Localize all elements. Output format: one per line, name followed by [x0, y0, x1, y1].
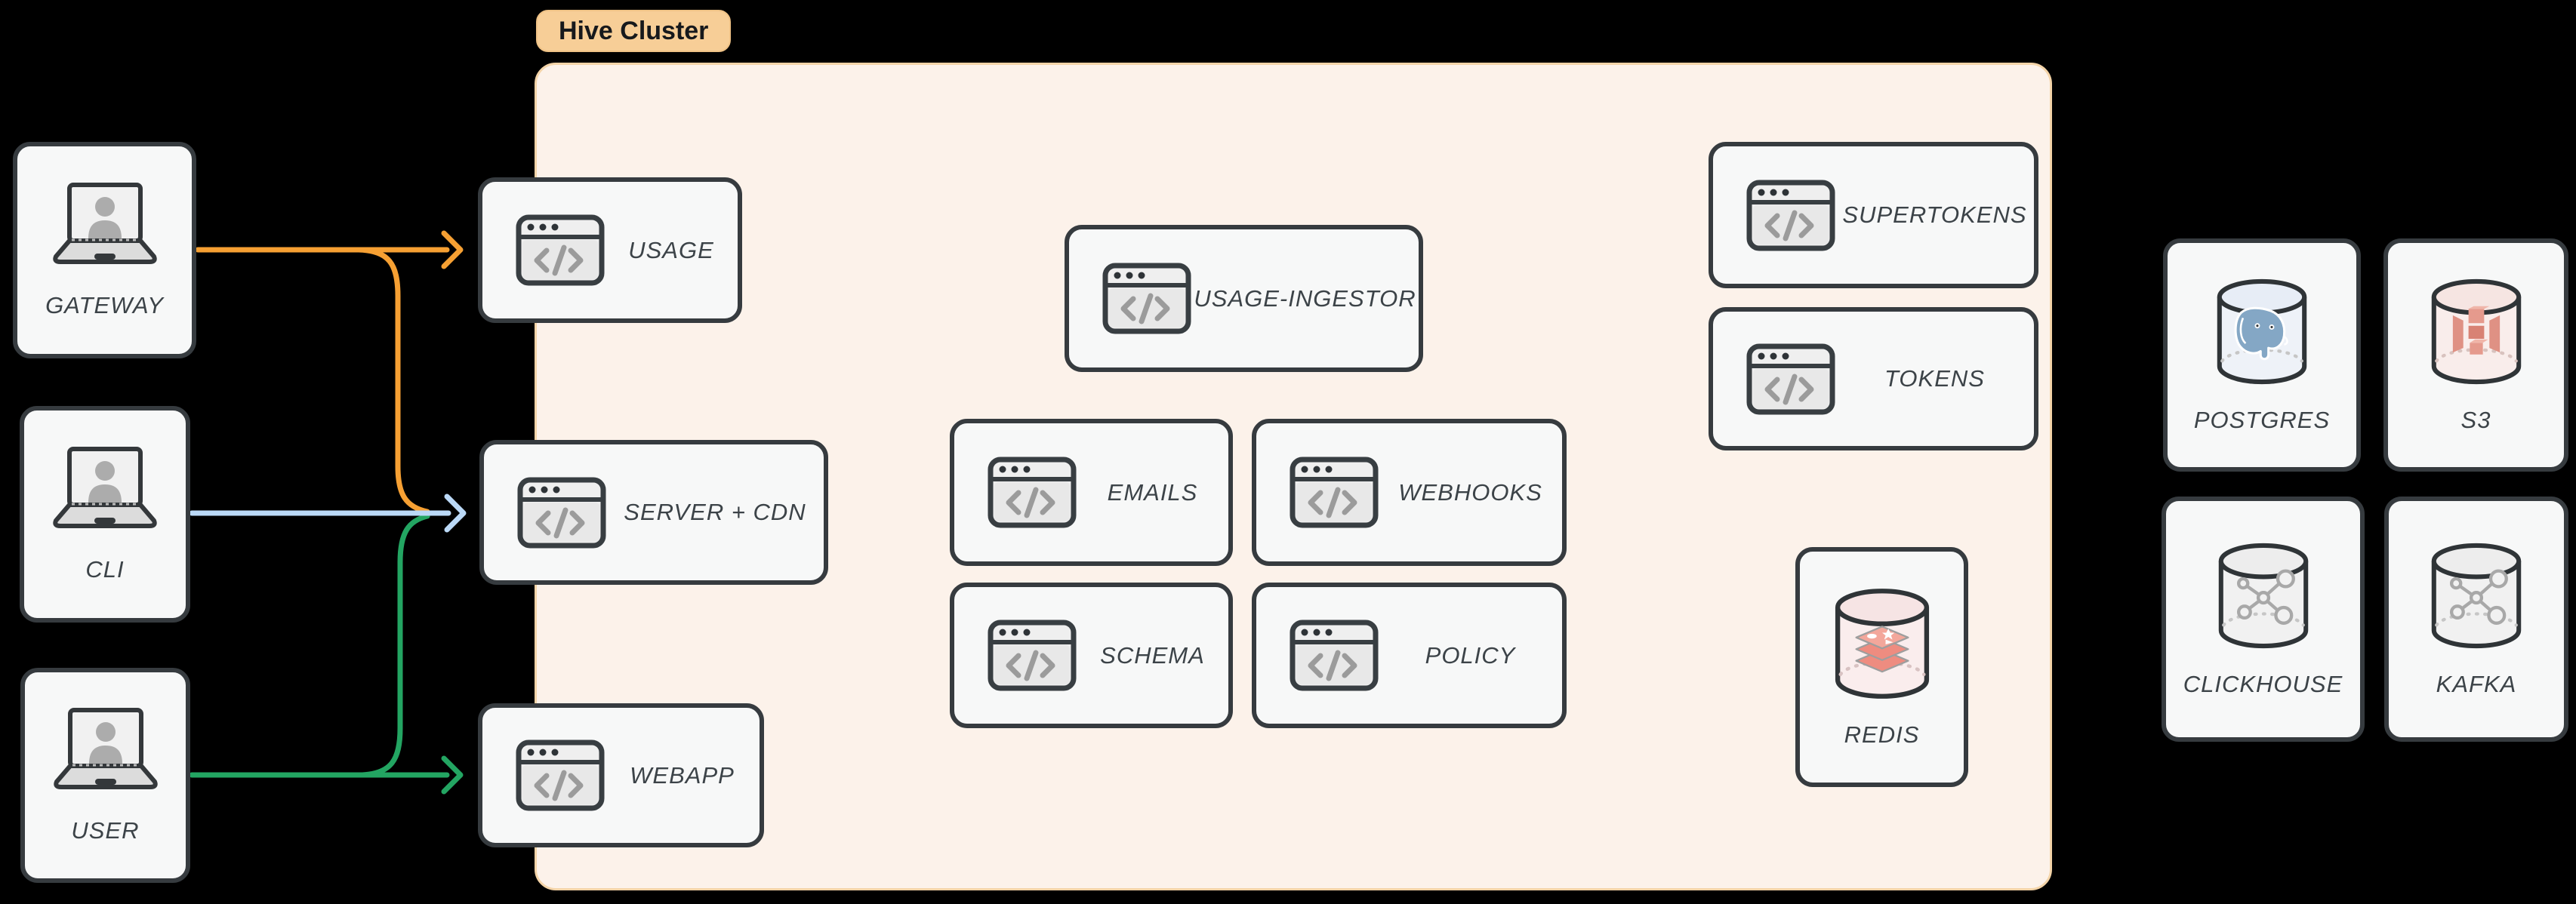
laptop-user-icon: [49, 707, 162, 792]
service-label: TOKENS: [1884, 365, 1985, 392]
postgres-logo: [2213, 276, 2311, 387]
service-label: WEBHOOKS: [1398, 478, 1542, 506]
client-label: CLI: [85, 555, 125, 583]
service-node-emails: EMAILS: [950, 419, 1233, 566]
code-window-icon: [988, 457, 1077, 528]
database-node-clickhouse: CLICKHOUSE: [2162, 497, 2365, 742]
service-label: SERVER + CDN: [624, 499, 806, 525]
laptop-user-icon: [48, 182, 162, 266]
s3-logo: [2427, 276, 2525, 387]
client-label: GATEWAY: [45, 291, 164, 318]
client-node-user: USER: [20, 668, 190, 883]
redis-logo: [1831, 586, 1934, 702]
edge-cli-to-server-cdn-arrowhead: [444, 494, 467, 533]
service-node-webhooks: WEBHOOKS: [1252, 419, 1567, 566]
database-node-s3: S3: [2383, 238, 2568, 472]
service-label: SCHEMA: [1100, 641, 1205, 669]
database-label: POSTGRES: [2193, 407, 2331, 433]
cluster-badge: Hive Cluster: [536, 10, 732, 52]
service-label: USAGE-INGESTOR: [1194, 284, 1416, 312]
client-node-gateway: GATEWAY: [13, 142, 196, 358]
code-window-icon: [517, 477, 606, 549]
edge-gateway-to-usage-arrowhead: [441, 230, 464, 269]
client-node-cli: CLI: [20, 406, 190, 623]
service-node-usage: USAGE: [478, 177, 742, 323]
code-window-icon: [516, 739, 605, 811]
database-label: KAFKA: [2436, 671, 2517, 697]
service-label: EMAILS: [1107, 478, 1198, 506]
database-node-redis: REDIS: [1795, 547, 1968, 787]
molecule-icon: [2427, 540, 2525, 651]
code-window-icon: [1290, 620, 1379, 691]
database-label: S3: [2460, 407, 2491, 433]
edge-user-to-webapp-arrowhead: [441, 755, 464, 795]
service-node-webapp: WEBAPP: [478, 703, 764, 847]
service-node-server-cdn: SERVER + CDN: [479, 440, 828, 585]
service-label: USAGE: [628, 236, 714, 263]
database-node-postgres: POSTGRES: [2163, 238, 2361, 472]
molecule-icon: [2214, 540, 2313, 651]
service-node-supertokens: SUPERTOKENS: [1709, 142, 2038, 288]
service-label: SUPERTOKENS: [1842, 201, 2027, 228]
client-label: USER: [71, 816, 140, 844]
code-window-icon: [988, 620, 1077, 691]
code-window-icon: [1290, 457, 1379, 528]
edge-user-to-server-cdn: [359, 513, 430, 778]
code-window-icon: [1746, 180, 1835, 251]
service-node-usage-ingestor: USAGE-INGESTOR: [1065, 225, 1423, 372]
laptop-user-icon: [48, 446, 162, 530]
service-node-tokens: TOKENS: [1709, 307, 2038, 450]
code-window-icon: [516, 214, 605, 286]
service-node-policy: POLICY: [1252, 583, 1567, 728]
database-node-kafka: KAFKA: [2384, 497, 2568, 742]
code-window-icon: [1102, 263, 1191, 334]
service-label: WEBAPP: [630, 761, 735, 789]
code-window-icon: [1746, 343, 1835, 415]
database-label: REDIS: [1844, 721, 1920, 748]
service-label: POLICY: [1425, 641, 1516, 669]
service-node-schema: SCHEMA: [950, 583, 1233, 728]
edge-gateway-to-server-cdn: [356, 247, 430, 515]
database-label: CLICKHOUSE: [2183, 671, 2343, 697]
